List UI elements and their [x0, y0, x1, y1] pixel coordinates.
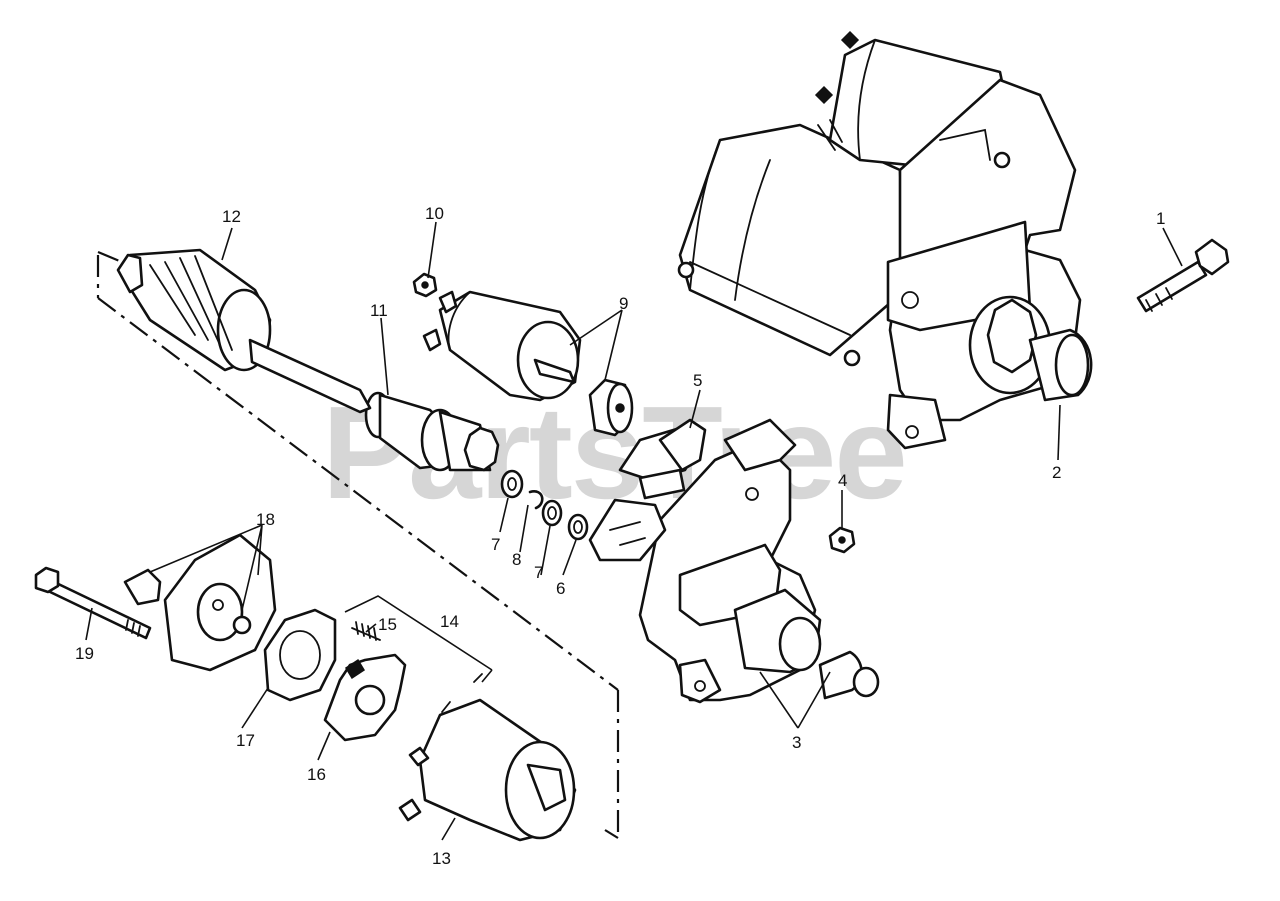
callout-11: 11	[370, 301, 388, 320]
shift-fork-plate	[588, 498, 667, 562]
callout-4: 4	[838, 471, 847, 490]
part-2-starter-motor-assembly[interactable]	[677, 30, 1093, 450]
sub-assembly-14-bracket	[344, 595, 493, 683]
part-18-end-frame[interactable]	[123, 533, 277, 672]
part-3-drive-housing[interactable]	[638, 418, 880, 704]
callout-2: 2	[1052, 463, 1061, 482]
part-13-field-yoke[interactable]	[398, 673, 577, 842]
part-11-overrunning-clutch[interactable]	[364, 391, 500, 472]
callout-14: 14	[440, 612, 459, 631]
callout-18: 18	[256, 510, 275, 529]
callout-7-right: 7	[534, 563, 543, 582]
part-8-snap-ring[interactable]	[528, 490, 544, 510]
part-17-brush-plate[interactable]	[263, 608, 337, 702]
part-1-through-bolt[interactable]	[1136, 238, 1230, 313]
part-10-nut[interactable]	[412, 272, 438, 298]
part-5-shift-lever[interactable]	[618, 418, 707, 500]
part-19-long-bolt[interactable]	[34, 566, 152, 640]
part-9-solenoid[interactable]	[422, 290, 582, 402]
callout-3: 3	[792, 733, 801, 752]
callout-6: 6	[556, 579, 565, 598]
callout-13: 13	[432, 849, 451, 868]
callout-16: 16	[307, 765, 326, 784]
part-7-washer-right[interactable]	[541, 499, 563, 527]
callout-17: 17	[236, 731, 255, 750]
callout-15: 15	[378, 615, 397, 634]
part-4-nut[interactable]	[828, 526, 856, 554]
callout-8: 8	[512, 550, 521, 569]
callout-7-left: 7	[491, 535, 500, 554]
assembly-bracket-lines	[96, 250, 620, 839]
callout-12: 12	[222, 207, 241, 226]
callout-19: 19	[75, 644, 94, 663]
callout-1: 1	[1156, 209, 1165, 228]
leader-lines	[85, 221, 1183, 841]
part-15-brush-spring[interactable]	[351, 621, 381, 641]
part-12-armature[interactable]	[116, 248, 372, 414]
callout-labels: 1 2 3 4 5 6 7 7 8 9 10 11 12 13 14 15 16…	[75, 204, 1165, 868]
part-16-brush-holder[interactable]	[323, 653, 407, 742]
callout-10: 10	[425, 204, 444, 223]
part-7-washer-left[interactable]	[500, 469, 524, 499]
part-6-washer[interactable]	[567, 513, 589, 541]
callout-5: 5	[693, 371, 702, 390]
part-9-plunger-cap[interactable]	[588, 378, 634, 437]
callout-9: 9	[619, 294, 628, 313]
